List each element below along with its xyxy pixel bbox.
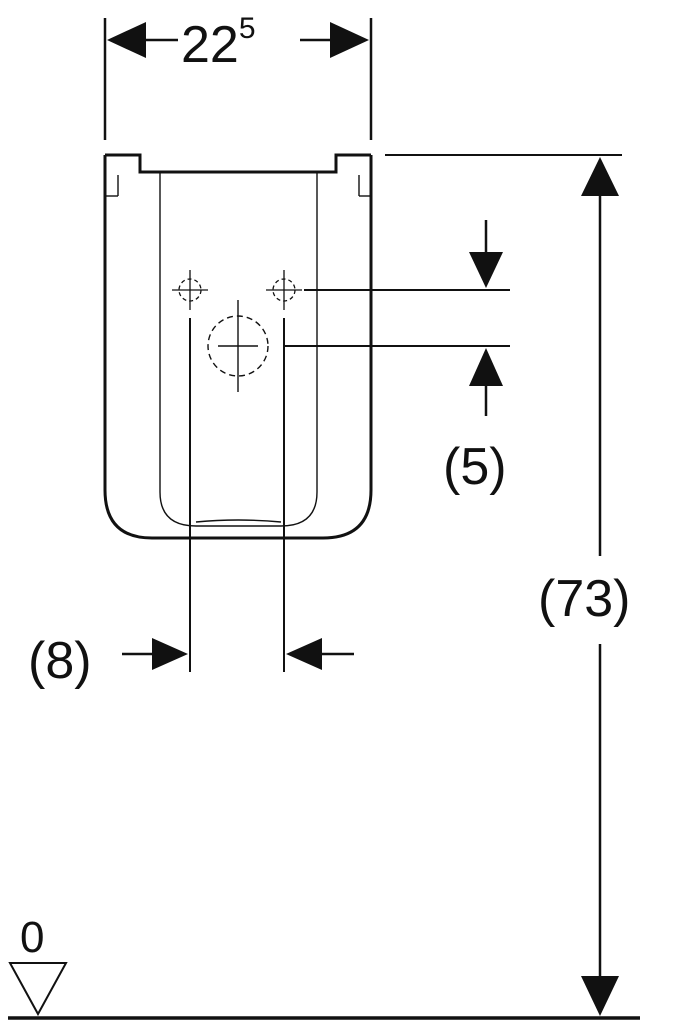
outlet-offset-dimension bbox=[284, 220, 510, 416]
supply-pipe-left bbox=[172, 270, 208, 310]
floor-level-triangle bbox=[8, 962, 68, 1017]
pipe-spacing-dimension bbox=[122, 318, 354, 672]
supply-pipe-right bbox=[266, 270, 302, 310]
height-dimension bbox=[385, 154, 622, 1016]
pedestal-inner-bottom bbox=[195, 519, 282, 523]
pipe-spacing-label: (8) bbox=[28, 632, 92, 690]
width-arrow-right bbox=[330, 22, 369, 58]
spacing-arrow-right bbox=[286, 638, 322, 670]
width-dimension-label: 225 bbox=[181, 12, 256, 74]
width-arrow-left bbox=[107, 22, 146, 58]
spacing-arrow-left bbox=[152, 638, 188, 670]
pedestal-outer-edge bbox=[103, 155, 373, 540]
height-dimension-label: (73) bbox=[538, 570, 630, 628]
outlet-offset-label: (5) bbox=[443, 438, 507, 496]
width-dimension bbox=[103, 18, 373, 140]
offset-arrow-down bbox=[469, 252, 503, 288]
waste-outlet bbox=[207, 300, 269, 392]
floor-reference bbox=[8, 962, 640, 1020]
offset-arrow-up bbox=[469, 348, 503, 386]
pedestal-inner-contour bbox=[159, 172, 318, 527]
height-arrow-top bbox=[581, 157, 619, 196]
pedestal-inner-lines bbox=[105, 172, 371, 527]
height-arrow-bottom bbox=[581, 976, 619, 1016]
pedestal-outline bbox=[103, 153, 373, 540]
floor-level-label: 0 bbox=[20, 913, 44, 962]
pedestal-top-rim bbox=[105, 153, 371, 174]
